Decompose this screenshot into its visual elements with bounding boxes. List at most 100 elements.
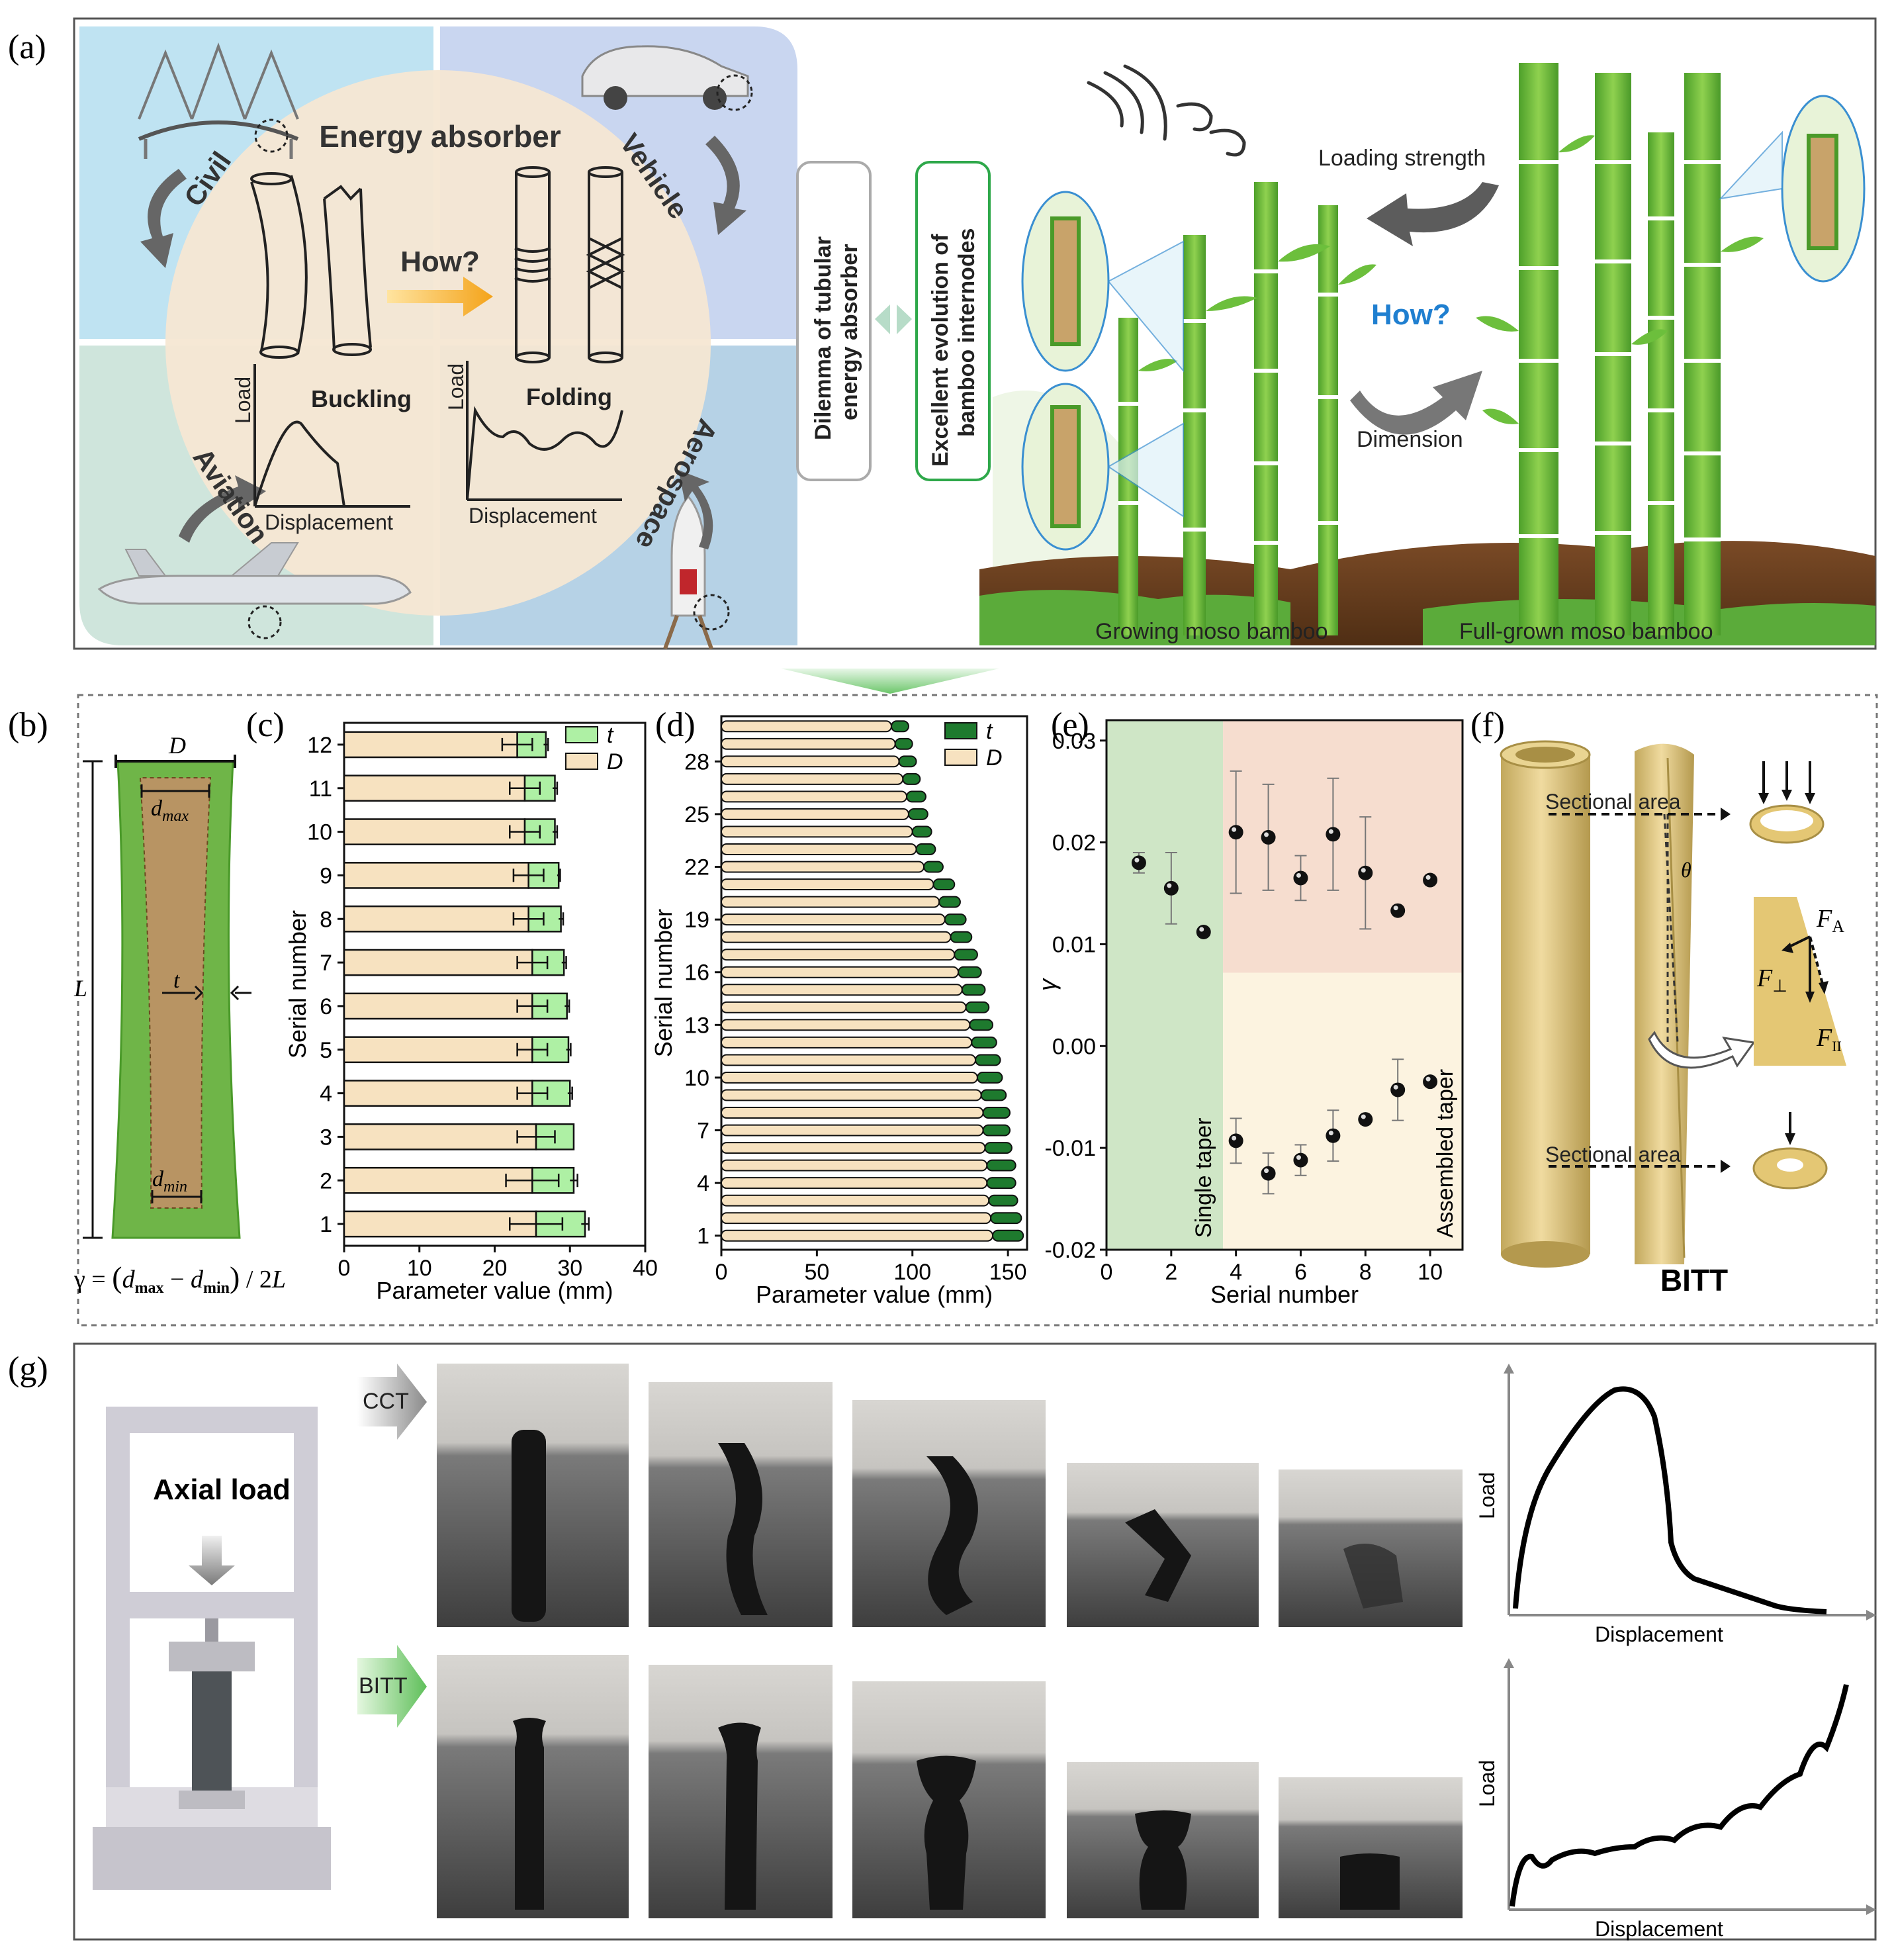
- chart-c-bar-D: [343, 949, 533, 976]
- chart-e-point: [1293, 870, 1308, 886]
- chart-d-bar-t: [986, 1177, 1016, 1190]
- chart-d-legend-swatch-t: [944, 722, 977, 739]
- chart-e-point-highlight: [1167, 883, 1172, 888]
- how-label-left: How?: [400, 246, 480, 278]
- theta-label: θ: [1681, 858, 1691, 882]
- chart-e-xlabel: Serial number: [1210, 1281, 1359, 1308]
- chart-c-ytick-label: 1: [320, 1212, 332, 1237]
- chart-c-errorbar-total: [567, 1086, 573, 1100]
- svg-text:Dilemma of tubular: Dilemma of tubular: [811, 236, 836, 440]
- chart-e-point: [1358, 1112, 1373, 1127]
- chart-e-point: [1390, 903, 1406, 918]
- chart-d-bar-t: [976, 1071, 1003, 1084]
- bamboo-leaves: [1138, 135, 1764, 424]
- chart-c-bar-D: [343, 992, 533, 1020]
- force-diagram: [1754, 897, 1846, 1066]
- chart-c-errorbar-total: [561, 956, 567, 970]
- chart-d-bar-t: [907, 808, 928, 820]
- chart-e-point-highlight: [1264, 1168, 1269, 1174]
- chart-d-bar-D: [721, 984, 963, 996]
- chart-d-bar-D: [721, 966, 960, 978]
- cct-arrow: [357, 1364, 427, 1440]
- chart-d-bar-t: [958, 966, 982, 978]
- chart-d-bar-D: [721, 1142, 986, 1154]
- tapered-tube-cutaway: [1635, 743, 1756, 1264]
- chart-d-bar-D: [721, 808, 909, 820]
- chart-c-errorbar-total: [581, 1217, 590, 1231]
- chart-d-ytick-label: 19: [684, 908, 709, 933]
- chart-d-bar-D: [721, 1212, 992, 1225]
- chart-d-bar-D: [721, 1019, 971, 1031]
- chart-d-ytick-label: 7: [697, 1119, 709, 1144]
- gamma-formula: γ = (dmax − dmin) / 2L: [73, 1260, 286, 1297]
- bitt-load-axis: Load: [1475, 1760, 1499, 1807]
- bitt-photo-sequence: [437, 1655, 1463, 1918]
- chart-e-point-highlight: [1361, 868, 1366, 873]
- chart-e-point: [1228, 1133, 1243, 1148]
- chart-d-bar-D: [721, 1159, 988, 1172]
- chart-d-bar-D: [721, 949, 956, 961]
- chart-c-bar-D: [343, 905, 529, 933]
- how-label-right: How?: [1371, 299, 1451, 331]
- chart-d-bar-D: [721, 1124, 984, 1137]
- buckling-curve: [253, 364, 410, 508]
- chart-e-region-label-single: Single taper: [1191, 1118, 1216, 1238]
- chart-d-ytick-label: 4: [697, 1171, 709, 1196]
- chart-e-xtick-label: 0: [1101, 1260, 1113, 1285]
- chart-e-point-highlight: [1232, 827, 1237, 832]
- chart-e-xtick-label: 4: [1230, 1260, 1242, 1285]
- chart-d-legend-swatch-D: [944, 749, 977, 766]
- chart-d-frame: [720, 715, 1028, 1251]
- chart-c-bar-D: [343, 1210, 537, 1238]
- chart-d-ytick-label: 22: [684, 855, 709, 880]
- chart-c-errorbar-total: [564, 999, 570, 1013]
- chart-e-point-highlight: [1264, 832, 1269, 837]
- chart-e-ytick-label: -0.01: [1045, 1136, 1097, 1161]
- chart-d-bar-t: [902, 772, 921, 785]
- application-quadrants: [79, 26, 797, 645]
- wind-icon: [1087, 64, 1246, 157]
- chart-e-point: [1326, 1128, 1341, 1143]
- chart-c-errorbar: [516, 1043, 549, 1056]
- chart-d-ylabel: Serial number: [650, 909, 677, 1057]
- chart-c-xtick-label: 0: [338, 1256, 351, 1281]
- force-Fperp-label: F⊥: [1756, 964, 1787, 996]
- chart-c-errorbar: [509, 781, 541, 795]
- chart-e-frame: [1105, 719, 1464, 1251]
- chart-c-bar-D: [343, 862, 529, 889]
- how-arrow-orange: [387, 277, 493, 316]
- bitt-label-g: BITT: [359, 1673, 408, 1699]
- chart-c-bar-D: [343, 1036, 533, 1064]
- chart-d-bar-D: [721, 1036, 973, 1049]
- bitt-label-f: BITT: [1660, 1263, 1728, 1297]
- chart-d-xtick-label: 50: [804, 1260, 829, 1285]
- ring-top: [1749, 761, 1825, 844]
- chart-e-ytick-label: 0.02: [1052, 831, 1096, 856]
- chart-e-region-label-assembled: Assembled taper: [1433, 1069, 1458, 1238]
- sectional-area-bottom-label: Sectional area: [1545, 1143, 1681, 1166]
- chart-d-bar-D: [721, 720, 892, 733]
- chart-d-bar-t: [894, 737, 913, 750]
- chart-d-bar-D: [721, 1071, 978, 1084]
- label-L: L: [73, 975, 87, 1002]
- testing-machine: [93, 1407, 331, 1890]
- chart-d-bar-D: [721, 790, 908, 803]
- chart-d-bar-t: [938, 896, 961, 908]
- svg-text:energy absorber: energy absorber: [837, 244, 862, 420]
- chart-d-bar-D: [721, 772, 904, 785]
- chart-c-errorbar-total: [570, 1174, 578, 1188]
- chart-c-errorbar: [509, 825, 541, 839]
- chart-e-xtick-label: 8: [1359, 1260, 1372, 1285]
- chart-d-legend-label-D: D: [986, 745, 1003, 770]
- panel-g-frame: [73, 1342, 1877, 1941]
- cct-photo-sequence: [437, 1364, 1463, 1627]
- chart-c-xtick-label: 10: [407, 1256, 432, 1281]
- chart-d-bar-D: [721, 931, 952, 943]
- chart-e-ytick-label: 0.00: [1052, 1034, 1096, 1059]
- panels-b-f-frame: [77, 694, 1878, 1327]
- chart-e-point: [1423, 872, 1438, 888]
- chart-c-ytick-label: 6: [320, 994, 332, 1019]
- force-FA-label: FA: [1816, 905, 1844, 936]
